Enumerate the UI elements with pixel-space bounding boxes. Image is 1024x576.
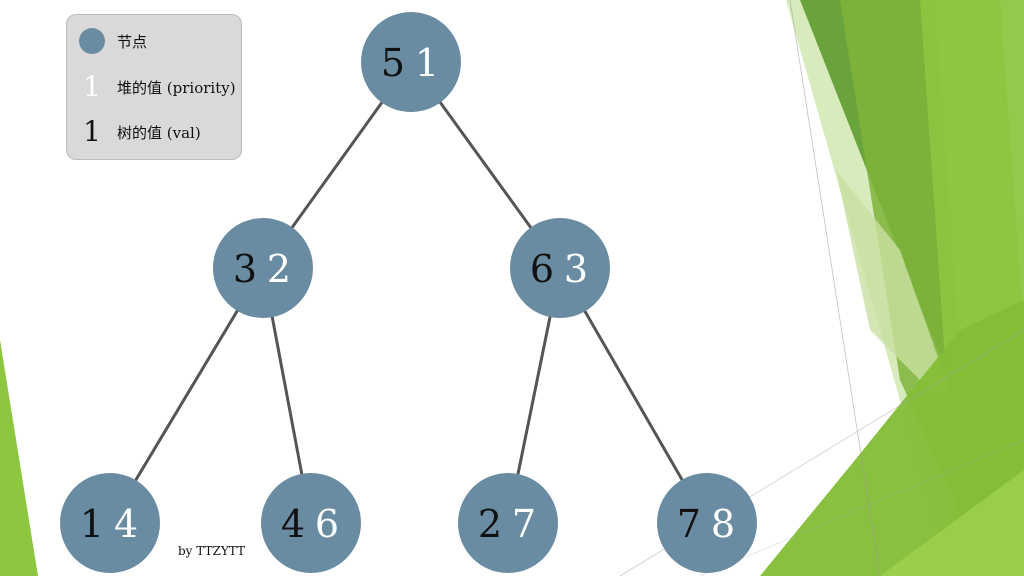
legend-val-row: 1 树的值 (val) [67,118,201,146]
node-circle [261,473,361,573]
node-circle [510,218,610,318]
node-val: 3 [233,247,257,291]
node-val: 4 [281,502,305,546]
node-val: 5 [381,41,405,85]
node-priority: 2 [267,247,291,291]
node-priority: 8 [711,502,735,546]
node-priority: 4 [114,502,138,546]
node-val: 1 [80,502,104,546]
node-swatch-icon [79,28,105,54]
node-circle [361,12,461,112]
author-credit: by TTZYTT [178,544,245,558]
legend-priority-row: 1 堆的值 (priority) [67,70,236,103]
node-priority: 3 [564,247,588,291]
node-priority: 7 [512,502,536,546]
legend-node-row: 节点 [67,28,147,54]
legend-box: 节点 1 堆的值 (priority) 1 树的值 (val) [66,14,242,160]
legend-node-label: 节点 [117,32,148,51]
legend-priority-symbol: 1 [83,70,101,103]
node-val: 7 [677,502,701,546]
node-circle [60,473,160,573]
node-val: 6 [530,247,554,291]
legend-val-symbol: 1 [83,115,101,148]
legend-val-label: 树的值 (val) [117,123,201,142]
node-circle [458,473,558,573]
node-priority: 1 [415,41,439,85]
node-priority: 6 [315,502,339,546]
node-circle [657,473,757,573]
node-circle [213,218,313,318]
node-val: 2 [478,502,502,546]
legend-priority-label: 堆的值 (priority) [117,78,236,97]
